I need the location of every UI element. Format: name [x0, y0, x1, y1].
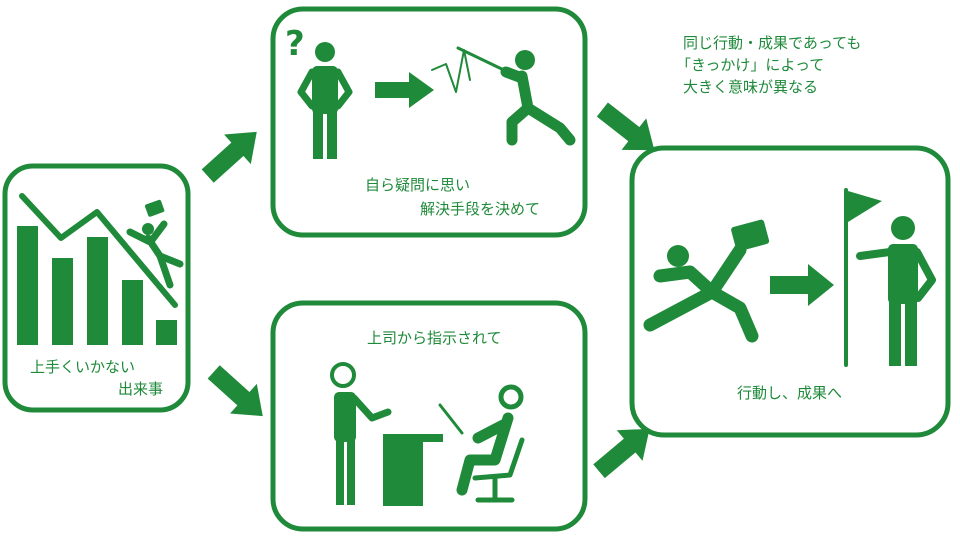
note-line-1: 同じ行動・成果であっても	[683, 34, 861, 52]
arrow-from-instructed-icon	[593, 428, 650, 479]
businessman-with-flag-icon	[844, 188, 936, 367]
declining-bar-chart-icon	[17, 193, 178, 345]
arrow-from-self-initiated-icon	[596, 102, 655, 151]
falling-businessman-icon	[126, 199, 184, 289]
desk-icon	[383, 403, 464, 506]
instructed-box: 上司から指示されて	[270, 300, 588, 532]
arrow-right-icon	[375, 72, 434, 108]
arrow-to-self-initiated-icon	[201, 131, 257, 183]
trigger-label-2: 出来事	[118, 380, 163, 398]
presenting-businessman-icon	[431, 46, 576, 146]
self-label-2: 解決手段を決めて	[420, 200, 540, 218]
trigger-box: 上手くいかない 出来事	[2, 163, 191, 413]
boss-icon	[330, 362, 392, 505]
note-text: 同じ行動・成果であっても 「きっかけ」によって 大きく意味が異なる	[676, 34, 861, 96]
questioning-businessman-icon: ?	[285, 24, 353, 159]
running-businessman-icon	[643, 219, 770, 343]
self-label-1: 自ら疑問に思い	[365, 176, 470, 194]
arrow-to-instructed-icon	[207, 365, 263, 417]
svg-text:?: ?	[285, 24, 305, 64]
subordinate-at-desk-icon	[456, 384, 525, 503]
note-line-2: 「きっかけ」によって	[676, 56, 824, 74]
trigger-label-1: 上手くいかない	[30, 358, 135, 376]
result-box: 行動し、成果へ	[629, 145, 951, 438]
arrow-right-icon	[770, 264, 834, 306]
self-initiated-box: ? 自ら疑問に思い 解決手段を決めて	[270, 6, 588, 238]
instructed-label: 上司から指示されて	[367, 329, 502, 347]
result-label: 行動し、成果へ	[737, 384, 842, 402]
note-line-3: 大きく意味が異なる	[683, 78, 818, 96]
